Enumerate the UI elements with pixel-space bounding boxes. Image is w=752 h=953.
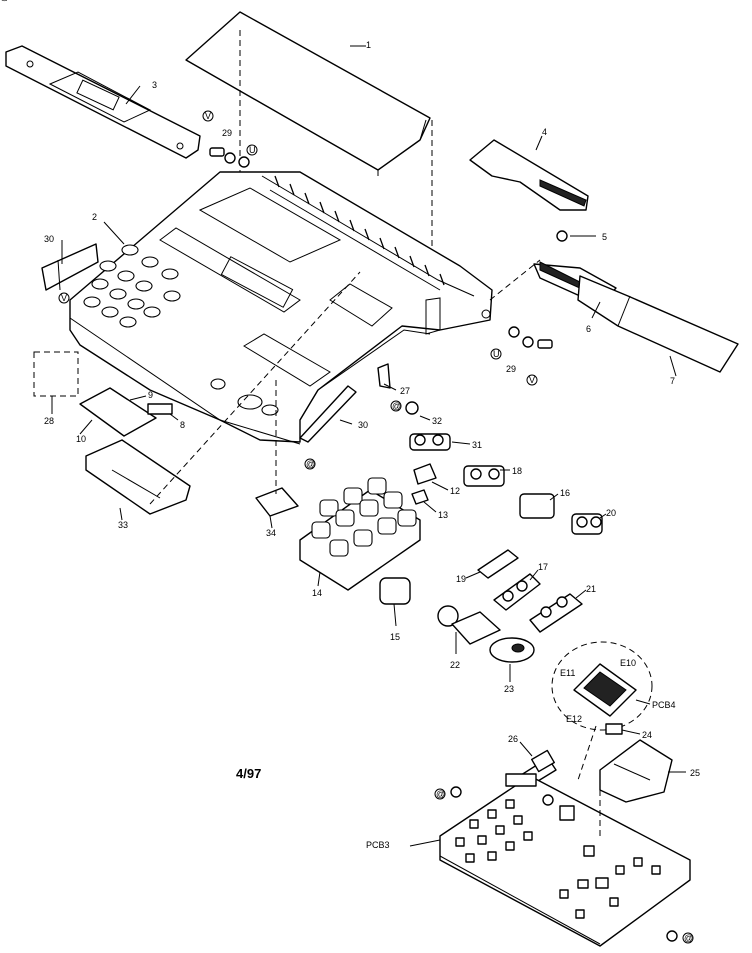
screw-mark: @ <box>306 459 315 469</box>
callout-28: 28 <box>44 416 54 426</box>
callout-25: 25 <box>690 768 700 778</box>
screw-mark: @ <box>684 933 693 943</box>
callout-16: 16 <box>560 488 570 498</box>
part-30-left-bracket <box>41 243 99 291</box>
callout-6: 6 <box>586 324 591 334</box>
callout-1: 1 <box>366 40 371 50</box>
part-17-button-strip <box>493 573 541 611</box>
pcb4-display-board <box>573 663 637 717</box>
part-18-button <box>463 465 505 487</box>
part-32-spring <box>405 401 419 415</box>
part-28-label-sheet <box>33 351 79 397</box>
screw-mark: V <box>529 375 535 385</box>
part-34-small-sheet <box>255 487 299 517</box>
screw <box>666 930 678 942</box>
part-5-screw <box>556 230 568 242</box>
part-24-connector <box>605 723 623 735</box>
part-12-latch <box>413 463 437 485</box>
part-4-paper-guide <box>469 139 589 211</box>
part-23-knob <box>489 637 535 663</box>
guide-line <box>149 271 361 505</box>
callout-7: 7 <box>670 376 675 386</box>
callout-22: 22 <box>450 660 460 670</box>
callout-10: 10 <box>76 434 86 444</box>
screw-set-29-right <box>508 326 553 349</box>
pcb3-components <box>455 794 661 919</box>
callout-31: 31 <box>472 440 482 450</box>
part-31-button <box>409 433 451 451</box>
screw-mark: @ <box>392 401 401 411</box>
keypad <box>83 244 181 328</box>
callout-26: 26 <box>508 734 518 744</box>
callout-21: 21 <box>586 584 596 594</box>
callout-e12: E12 <box>566 714 582 724</box>
screw-mark: @ <box>436 789 445 799</box>
callout-8: 8 <box>180 420 185 430</box>
callout-4: 4 <box>542 127 547 137</box>
callout-13: 13 <box>438 510 448 520</box>
part-16-button <box>519 493 555 519</box>
screw-mark: @ <box>0 0 9 2</box>
callout-5: 5 <box>602 232 607 242</box>
part-22-dial <box>437 605 501 645</box>
part-26-connector <box>505 773 537 787</box>
screw <box>450 786 462 798</box>
callout-30-right: 30 <box>358 420 368 430</box>
part-30-right-bracket <box>299 385 357 443</box>
part-13-clip <box>411 489 429 505</box>
callout-34: 34 <box>266 528 276 538</box>
part-2-top-housing <box>69 171 493 445</box>
callout-15: 15 <box>390 632 400 642</box>
callout-pcb3: PCB3 <box>366 840 390 850</box>
callout-29-left: 29 <box>222 128 232 138</box>
callout-23: 23 <box>504 684 514 694</box>
guide-line <box>489 259 541 301</box>
guide-line <box>577 725 597 781</box>
callout-14: 14 <box>312 588 322 598</box>
part-25-holder <box>599 739 673 803</box>
screw-mark: U <box>493 349 500 359</box>
callout-17: 17 <box>538 562 548 572</box>
part-15-button-cap <box>379 577 411 605</box>
pcb3-main-board <box>439 775 691 947</box>
callout-19: 19 <box>456 574 466 584</box>
leader-lines <box>51 45 686 847</box>
part-3-display-panel <box>5 45 201 159</box>
callout-20: 20 <box>606 508 616 518</box>
part-19-rocker <box>477 549 519 579</box>
callout-30-left: 30 <box>44 234 54 244</box>
rear-vents <box>274 175 445 286</box>
callout-27: 27 <box>400 386 410 396</box>
callout-e11: E11 <box>560 668 575 678</box>
screw-set-29-left <box>209 147 250 168</box>
part-10-key-plate <box>79 387 157 437</box>
part-8-spacer <box>147 403 173 415</box>
callout-33: 33 <box>118 520 128 530</box>
callout-2: 2 <box>92 212 97 222</box>
callout-e10: E10 <box>620 658 636 668</box>
pcb4-callout-circle <box>551 641 653 731</box>
callout-9: 9 <box>148 390 153 400</box>
part-20-button <box>571 513 603 535</box>
part-14-rubber-keypad <box>299 477 421 591</box>
callout-pcb4: PCB4 <box>652 700 676 710</box>
part-21-button-strip <box>529 593 583 633</box>
callout-32: 32 <box>432 416 442 426</box>
part-7-paper-tray <box>577 275 739 373</box>
callout-18: 18 <box>512 466 522 476</box>
callout-24: 24 <box>642 730 652 740</box>
screw-mark: V <box>205 111 211 121</box>
part-1-cover-panel <box>185 11 431 176</box>
callout-labels: 1 2 3 4 5 6 7 8 9 10 12 13 14 15 16 17 1… <box>44 40 700 850</box>
date-code: 4/97 <box>236 766 261 781</box>
screw-marks: V U V U V @ @ @ @ @ <box>0 0 694 944</box>
callout-29-right: 29 <box>506 364 516 374</box>
part-27-clip <box>377 363 391 389</box>
part-33-key-holder <box>85 439 191 515</box>
callout-12: 12 <box>450 486 460 496</box>
callout-3: 3 <box>152 80 157 90</box>
screw-mark: U <box>249 145 256 155</box>
screw-mark: V <box>61 293 67 303</box>
